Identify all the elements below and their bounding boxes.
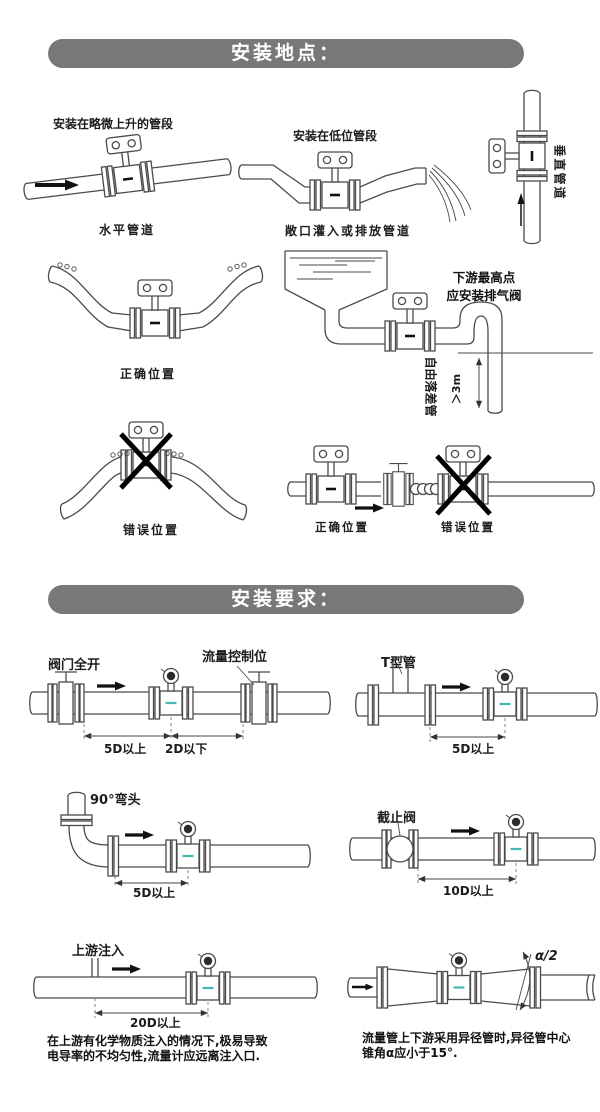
control-valve-icon: [240, 671, 278, 725]
tee-branch: [392, 656, 409, 693]
dim-20d-label: 20D以上: [130, 1016, 181, 1030]
valve-open-label: 阀门全开: [48, 658, 101, 673]
flange-icon: [376, 966, 389, 1009]
cone-angle-label: α/2: [535, 949, 558, 964]
air-pocket-squiggles: [110, 450, 184, 458]
flange-icon: [60, 814, 93, 827]
flow-arrow-icon: [97, 681, 126, 691]
diagram-injection-spacing: [33, 952, 318, 1018]
leader-line: [397, 664, 403, 675]
free-fall-label: 自由落差管: [423, 356, 438, 417]
diagram-hump-wrong: [59, 420, 248, 521]
leader-line: [236, 665, 255, 686]
tee-label: T型管: [381, 656, 416, 671]
vertical-pipe-caption: 垂直管道: [552, 144, 567, 201]
flow-control-label: 流量控制位: [202, 650, 268, 665]
diagram-low-pipe: [238, 150, 472, 223]
flowmeter-icon: [128, 278, 182, 340]
flow-arrow-icon: [352, 983, 374, 991]
elbow-label: 90°弯头: [90, 793, 141, 808]
reducer-cone: [387, 968, 439, 1007]
banner-installation-requirements: 安装要求：: [48, 585, 524, 614]
dim-10d-label: 10D以上: [443, 884, 494, 898]
expander-cone: [480, 968, 531, 1007]
rising-pipe-title: 安装在略微上升的管段: [53, 117, 174, 131]
diagram-tee-spacing: [355, 656, 598, 742]
dim-2d-label: 2D以下: [165, 742, 208, 756]
valve-icon: [47, 671, 85, 725]
diagram-sag-correct: [47, 262, 264, 340]
flowmeter-icon: [435, 951, 483, 1005]
diagram-vertical-pipe: [487, 89, 549, 245]
inline-correct-caption: 正确位置: [315, 520, 369, 534]
flowmeter-icon: [96, 131, 156, 199]
diagram-inline-positions: [287, 444, 595, 516]
flow-arrow-icon: [125, 830, 154, 840]
flow-arrow-icon: [442, 682, 471, 692]
injection-label: 上游注入: [72, 944, 125, 959]
tank: [284, 250, 388, 311]
note-right: 流量管上下游采用异径管时,异径管中心 锥角α应小于15°.: [362, 1031, 571, 1060]
flow-arrow-icon: [451, 826, 480, 836]
pipe-break-squiggles: [57, 262, 247, 272]
note-left: 在上游有化学物质注入的情况下,极易导致 电导率的不均匀性,流量计应远离注入口.: [47, 1034, 268, 1063]
flowmeter-icon: [304, 444, 358, 506]
cross-out-icon: [435, 454, 492, 516]
flowmeter-icon: [147, 667, 195, 721]
injection-port: [91, 958, 99, 977]
elbow-bend: [68, 825, 111, 868]
dim-5d-b-label: 5D以上: [452, 742, 495, 756]
diagram-stop-valve-spacing: [349, 813, 596, 884]
tank-note: 下游最高点 应安装排气阀: [446, 270, 522, 303]
diagram-valve-spacing: [29, 665, 331, 741]
flowmeter-icon: [184, 952, 232, 1006]
tank-liquid-lines: [290, 257, 382, 280]
diagram-rising-pipe: [23, 131, 232, 201]
flowmeter-icon-wrong: [436, 444, 490, 506]
stop-valve-icon: [381, 829, 419, 869]
flowmeter-icon: [119, 420, 173, 482]
flange-icon: [424, 684, 437, 726]
valve-icon: [383, 463, 414, 507]
discharge-spray: [428, 164, 472, 223]
flow-arrow-icon: [112, 964, 141, 974]
angle-arc: [519, 951, 531, 1011]
flexible-coupling: [409, 482, 443, 496]
flowmeter-icon: [383, 291, 437, 353]
flowmeter-icon: [308, 150, 362, 212]
low-pipe-caption: 敞口灌入或排放管道: [285, 224, 412, 238]
drop-dimension-label: ＞3m: [450, 373, 463, 405]
inline-wrong-caption: 错误位置: [441, 520, 495, 534]
angle-reference-line: [515, 953, 532, 1011]
stop-valve-label: 截止阀: [377, 811, 417, 826]
rising-pipe-caption: 水平管道: [99, 223, 156, 237]
dim-5d-c-label: 5D以上: [133, 886, 176, 900]
low-pipe-title: 安装在低位管段: [293, 129, 378, 143]
diagram-elbow-spacing: [60, 791, 311, 888]
flange-icon: [107, 835, 120, 877]
diagram-tank-drop: [284, 250, 593, 414]
flange-icon: [529, 966, 542, 1009]
leader-line: [397, 822, 401, 837]
banner-installation-location: 安装地点：: [48, 39, 524, 68]
sag-caption: 正确位置: [120, 367, 177, 381]
hump-caption: 错误位置: [123, 523, 180, 537]
flowmeter-icon: [164, 820, 212, 874]
flowmeter-icon: [487, 129, 549, 183]
flange-icon: [367, 684, 380, 726]
flowmeter-icon: [492, 813, 540, 867]
flowmeter-icon: [481, 668, 529, 722]
diagram-reducer-angle: [347, 951, 596, 1011]
dim-5d-a-label: 5D以上: [104, 742, 147, 756]
cross-out-icon: [119, 432, 173, 490]
flow-arrow-icon: [355, 503, 384, 513]
